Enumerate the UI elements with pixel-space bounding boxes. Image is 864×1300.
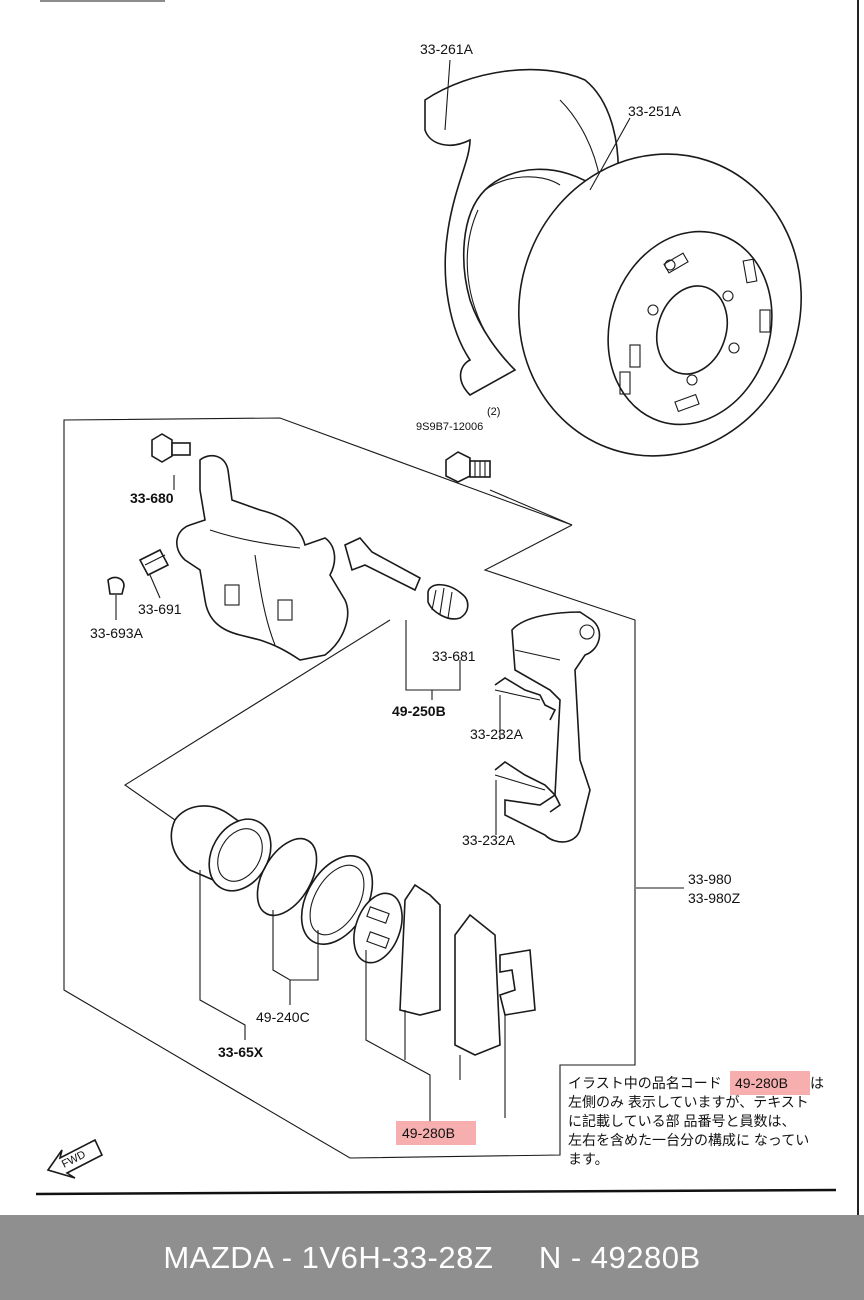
label-33-251a: 33-251A	[628, 103, 682, 119]
label-33-980z: 33-980Z	[688, 890, 741, 906]
brake-disc-drawing	[518, 153, 802, 457]
note-line2: 左側のみ 表示していますが、テキスト	[568, 1094, 809, 1110]
footer-bar: MAZDA - 1V6H-33-28Z N - 49280B	[0, 1215, 864, 1300]
caliper-bolt-drawing	[151, 433, 191, 463]
note-line5: ます。	[568, 1151, 609, 1167]
note-block: イラスト中の品名コード 49-280B は 左側のみ 表示していますが、テキスト…	[568, 1071, 824, 1167]
guide-pin-drawing	[344, 537, 469, 620]
bottom-rule	[35, 1188, 837, 1196]
label-49-250b: 49-250B	[392, 703, 446, 719]
brake-exploded-diagram: FWD 33-261A 33-251A (2) 9S9B7-12006 33-6…	[35, 0, 859, 1215]
note-line1-code: 49-280B	[735, 1075, 788, 1091]
label-33-980: 33-980	[688, 871, 732, 887]
note-line3: に記載している部 品番号と員数は、	[568, 1113, 795, 1129]
label-49-240c: 49-240C	[256, 1009, 310, 1025]
bleeder-screw-drawing	[107, 548, 170, 595]
caliper-body-drawing	[176, 454, 349, 661]
label-9s9b7-12006: 9S9B7-12006	[416, 421, 483, 433]
leader-lines	[63, 59, 684, 1159]
note-line1-pre: イラスト中の品名コード	[568, 1075, 722, 1091]
note-code-highlight	[730, 1071, 810, 1095]
label-33-261a: 33-261A	[420, 41, 474, 57]
label-33-691: 33-691	[138, 601, 182, 617]
label-33-681: 33-681	[432, 648, 476, 664]
label-33-65x: 33-65X	[218, 1044, 264, 1060]
caliper-bracket-drawing	[504, 611, 601, 843]
note-line4: 左右を含めた一台分の構成に なってい	[568, 1132, 809, 1148]
label-33-680: 33-680	[130, 490, 174, 506]
brake-pad-outer-drawing	[454, 913, 501, 1056]
fwd-arrow-icon: FWD	[46, 1138, 104, 1179]
anti-rattle-clip-lower	[494, 761, 562, 813]
brake-pad-inner-drawing	[399, 883, 441, 1016]
pad-wear-clip-drawing	[499, 949, 536, 1016]
label-33-232a-lower: 33-232A	[462, 832, 516, 848]
footer-text: MAZDA - 1V6H-33-28Z N - 49280B	[163, 1239, 701, 1275]
piston-seal-drawing	[256, 837, 318, 917]
label-bolt-qty: (2)	[487, 406, 500, 418]
anti-rattle-clip-upper	[494, 677, 557, 721]
label-33-693a: 33-693A	[90, 625, 144, 641]
piston-drawing	[170, 805, 272, 892]
dust-shield-drawing	[424, 68, 620, 396]
label-49-280b: 49-280B	[402, 1125, 455, 1141]
label-33-232a-upper: 33-232A	[470, 726, 524, 742]
pad-set-highlight	[396, 1121, 476, 1145]
note-line1-post: は	[810, 1075, 824, 1091]
mounting-bolt-drawing	[445, 451, 491, 483]
